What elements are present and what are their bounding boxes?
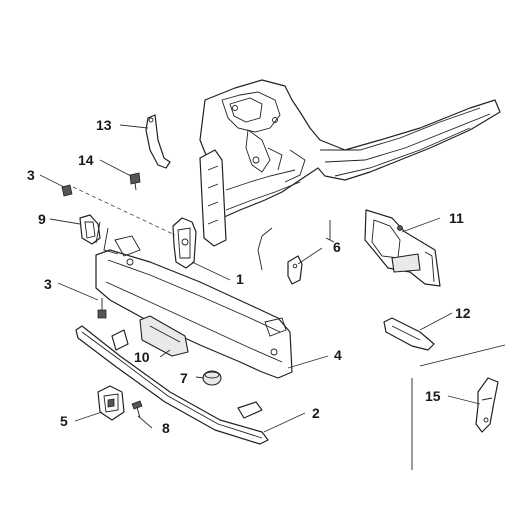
callout-13: 13 bbox=[96, 117, 112, 133]
callout-10: 10 bbox=[134, 349, 150, 365]
callout-15: 15 bbox=[425, 388, 441, 404]
vehicle-front-frame bbox=[199, 79, 501, 247]
callout-14: 14 bbox=[78, 152, 94, 168]
callout-6: 6 bbox=[333, 239, 341, 255]
part-14-bolt bbox=[129, 172, 141, 191]
part-10-plate bbox=[139, 315, 189, 357]
part-15-inset bbox=[411, 344, 506, 470]
part-8-pin bbox=[131, 400, 143, 419]
callout-4: 4 bbox=[334, 347, 342, 363]
part-9-clip bbox=[79, 214, 101, 245]
callout-2: 2 bbox=[312, 405, 320, 421]
part-6-bracket bbox=[287, 255, 303, 285]
detail-lines bbox=[95, 220, 335, 271]
callout-12: 12 bbox=[455, 305, 471, 321]
callout-labels: 13 14 3 9 1 6 11 3 12 4 10 7 15 2 5 8 bbox=[27, 117, 471, 436]
callout-3-upper: 3 bbox=[27, 167, 35, 183]
part-3-screw-lower bbox=[97, 298, 107, 319]
part-2-lower-rail bbox=[75, 325, 269, 445]
callout-5: 5 bbox=[60, 413, 68, 429]
part-5-bracket bbox=[97, 385, 125, 421]
part-1-bracket bbox=[172, 217, 197, 269]
part-4-bumper-beam bbox=[95, 235, 293, 379]
callout-11: 11 bbox=[449, 210, 464, 226]
callout-3-lower: 3 bbox=[44, 276, 52, 292]
assembly-line bbox=[72, 186, 176, 236]
callout-7: 7 bbox=[180, 370, 188, 386]
part-13-bracket bbox=[145, 114, 171, 169]
part-12-bracket bbox=[383, 317, 435, 351]
callout-8: 8 bbox=[162, 420, 170, 436]
part-11-bracket bbox=[364, 209, 441, 287]
part-7-bush bbox=[202, 370, 222, 386]
part-3-screw-upper bbox=[61, 184, 73, 197]
callout-9: 9 bbox=[38, 211, 46, 227]
leader-lines bbox=[39, 124, 481, 433]
callout-1: 1 bbox=[236, 271, 244, 287]
